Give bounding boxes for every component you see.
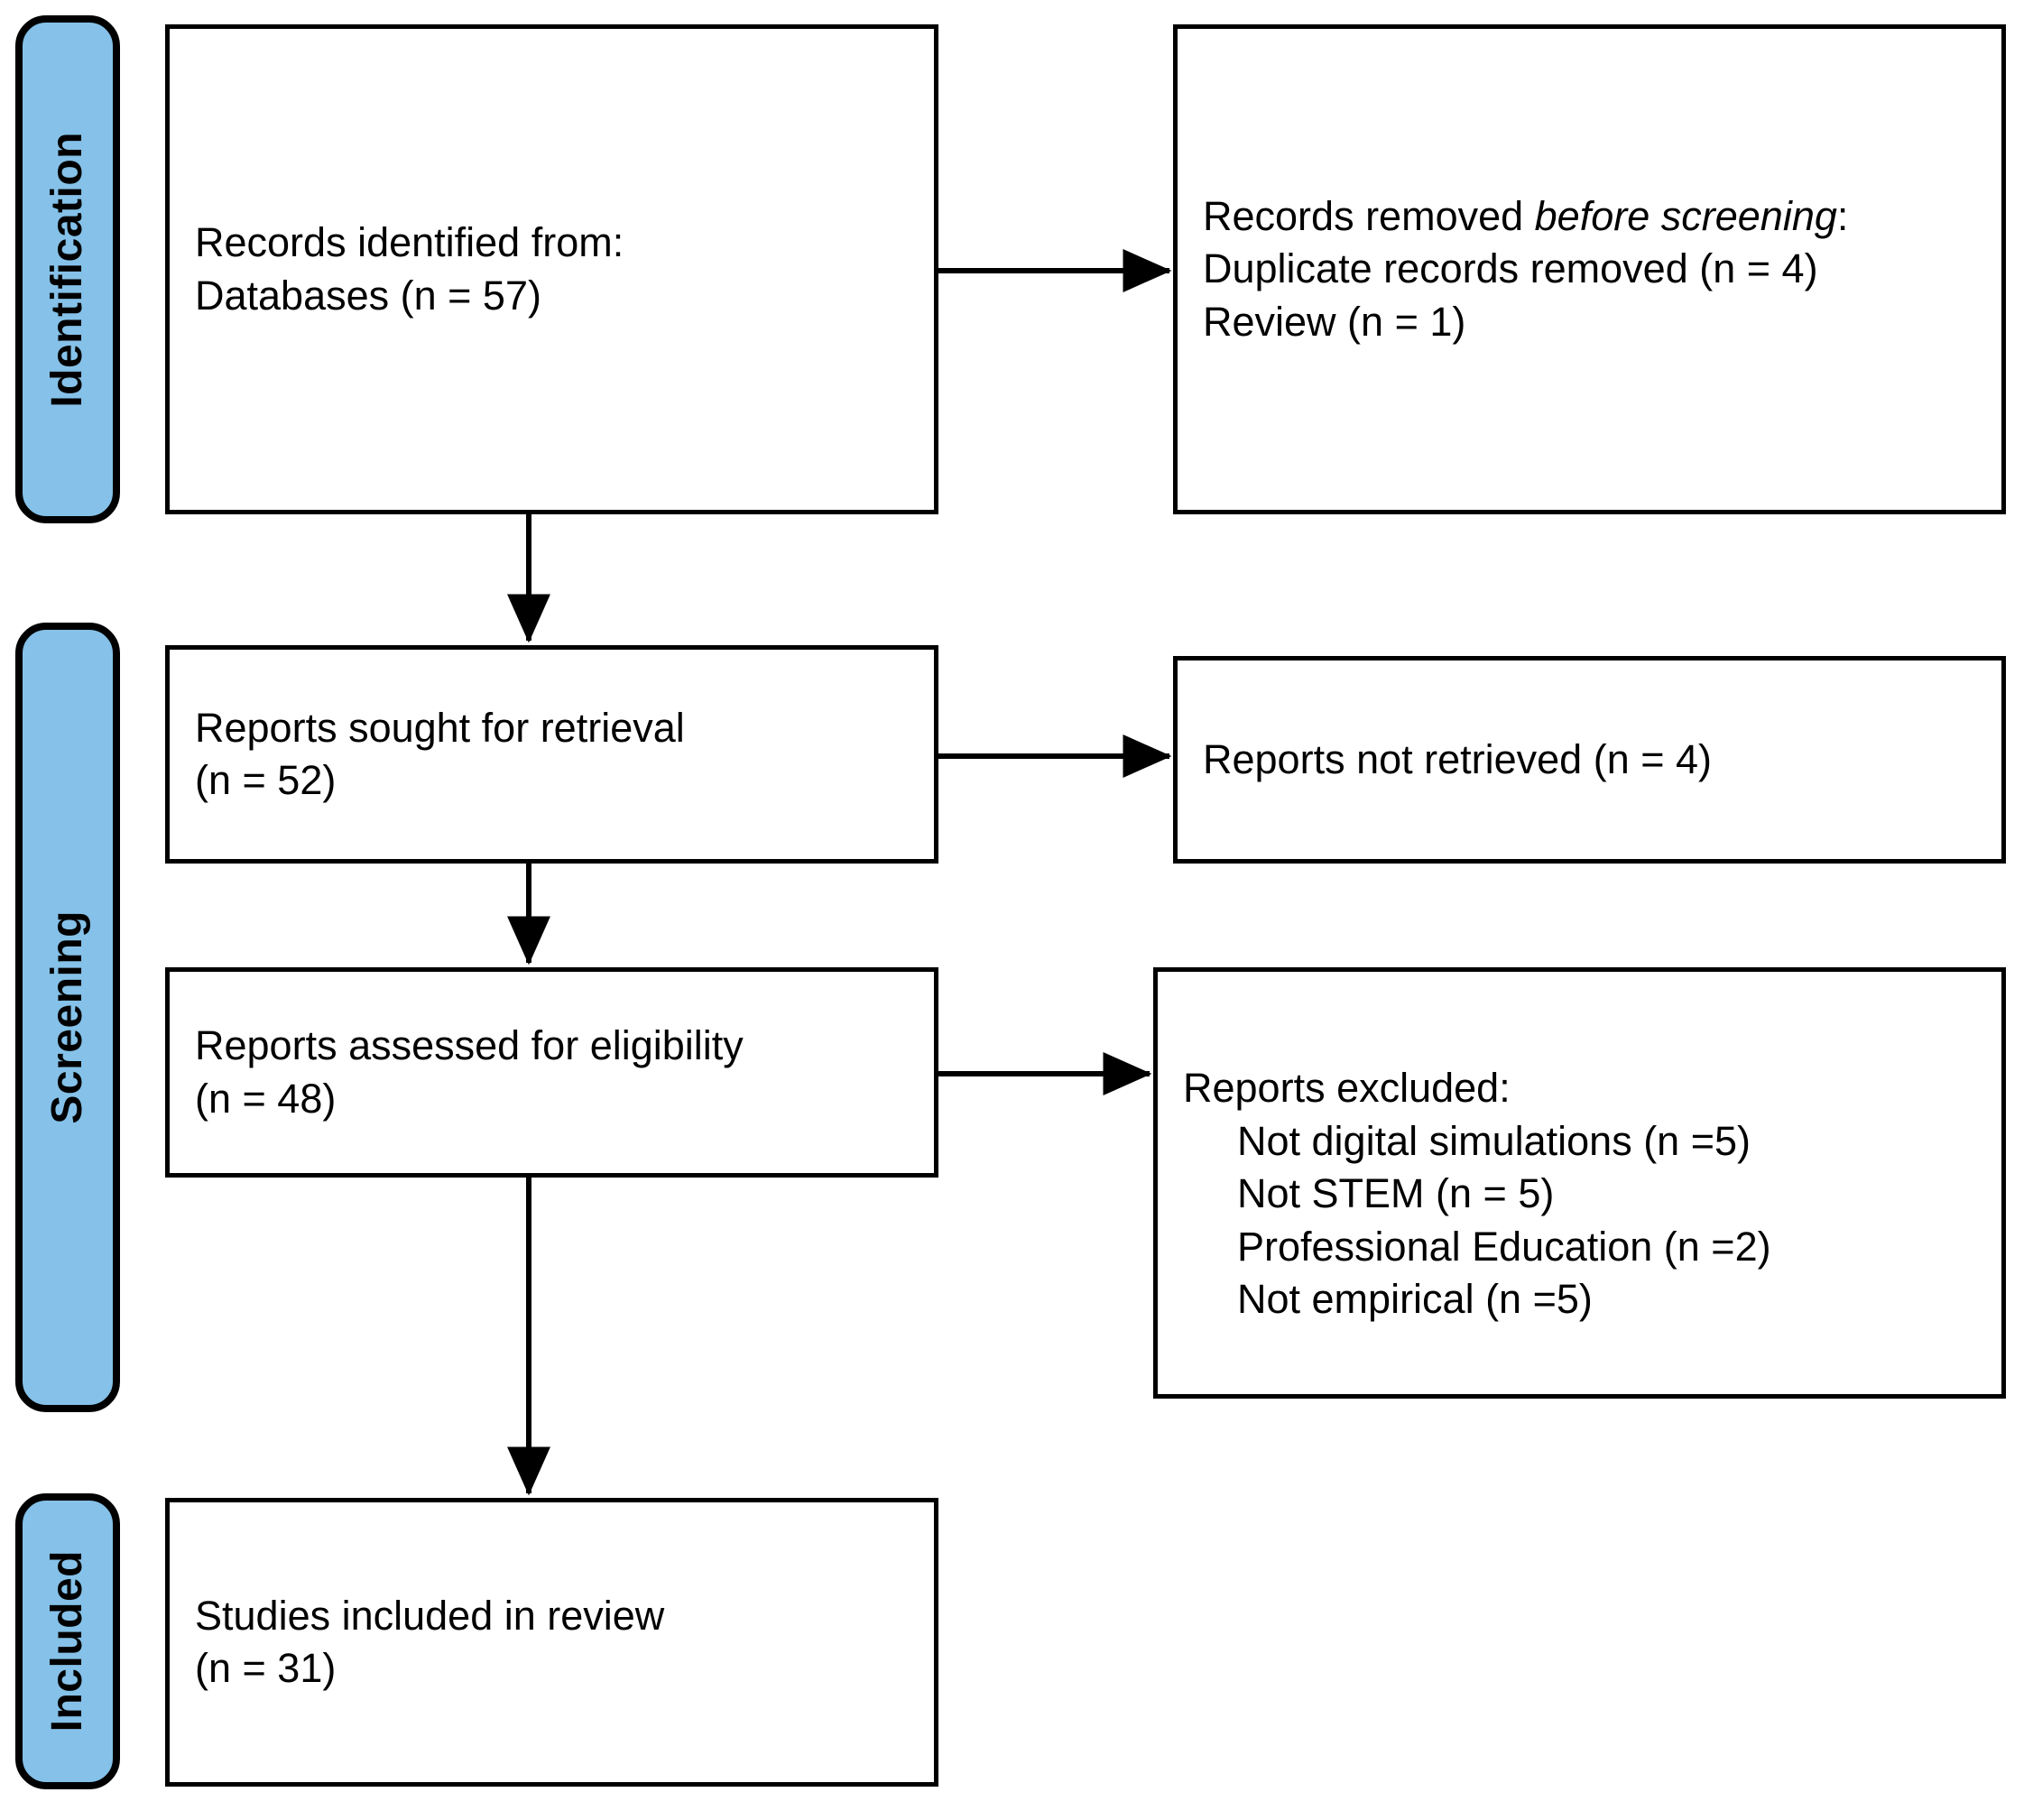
box-records-removed: Records removed before screening: Duplica… — [1173, 24, 2006, 514]
box-records-identified: Records identified from: Databases (n = 5… — [165, 24, 938, 514]
list-item: Not digital simulations (n =5) — [1237, 1117, 1751, 1164]
reports-excluded-heading: Reports excluded: — [1183, 1065, 1511, 1111]
studies-included-line2: (n = 31) — [195, 1645, 337, 1691]
records-identified-line1: Records identified from: — [195, 219, 624, 265]
box-reports-excluded: Reports excluded: Not digital simulation… — [1153, 967, 2006, 1399]
records-removed-line2: Duplicate records removed (n = 4) — [1203, 245, 1818, 292]
reports-sought-line2: (n = 52) — [195, 757, 337, 803]
reports-sought-line1: Reports sought for retrieval — [195, 704, 685, 751]
list-item: Professional Education (n =2) — [1237, 1223, 1771, 1270]
reports-assessed-text: Reports assessed for eligibility (n = 48) — [170, 1020, 934, 1125]
records-identified-line2: Databases (n = 57) — [195, 272, 541, 319]
reports-not-retrieved-text: Reports not retrieved (n = 4) — [1178, 734, 2001, 787]
records-identified-text: Records identified from: Databases (n = 5… — [170, 217, 934, 322]
records-removed-text: Records removed before screening: Duplica… — [1178, 190, 2001, 349]
box-studies-included: Studies included in review (n = 31) — [165, 1498, 938, 1787]
records-removed-line3: Review (n = 1) — [1203, 298, 1466, 345]
stage-label-identification: Identification — [43, 131, 91, 408]
stage-bar-included: Included — [15, 1493, 120, 1789]
box-reports-assessed: Reports assessed for eligibility (n = 48) — [165, 967, 938, 1178]
studies-included-text: Studies included in review (n = 31) — [170, 1590, 934, 1695]
list-item: Not empirical (n =5) — [1237, 1276, 1593, 1322]
reports-not-retrieved-line1: Reports not retrieved (n = 4) — [1203, 735, 1713, 782]
reports-assessed-line2: (n = 48) — [195, 1075, 337, 1122]
records-removed-line1-italic: before screening — [1534, 192, 1837, 239]
stage-bar-identification: Identification — [15, 15, 120, 523]
reports-excluded-reason-list: Not digital simulations (n =5) Not STEM … — [1158, 1115, 2001, 1326]
records-removed-line1-prefix: Records removed — [1203, 192, 1535, 239]
box-reports-not-retrieved: Reports not retrieved (n = 4) — [1173, 656, 2006, 864]
studies-included-line1: Studies included in review — [195, 1592, 665, 1639]
stage-bar-screening: Screening — [15, 623, 120, 1412]
box-reports-sought: Reports sought for retrieval (n = 52) — [165, 645, 938, 864]
records-removed-line1-suffix: : — [1836, 192, 1849, 239]
reports-sought-text: Reports sought for retrieval (n = 52) — [170, 702, 934, 808]
stage-label-screening: Screening — [43, 910, 91, 1124]
stage-label-included: Included — [43, 1550, 91, 1732]
reports-assessed-line1: Reports assessed for eligibility — [195, 1022, 744, 1068]
list-item: Not STEM (n = 5) — [1237, 1170, 1555, 1216]
